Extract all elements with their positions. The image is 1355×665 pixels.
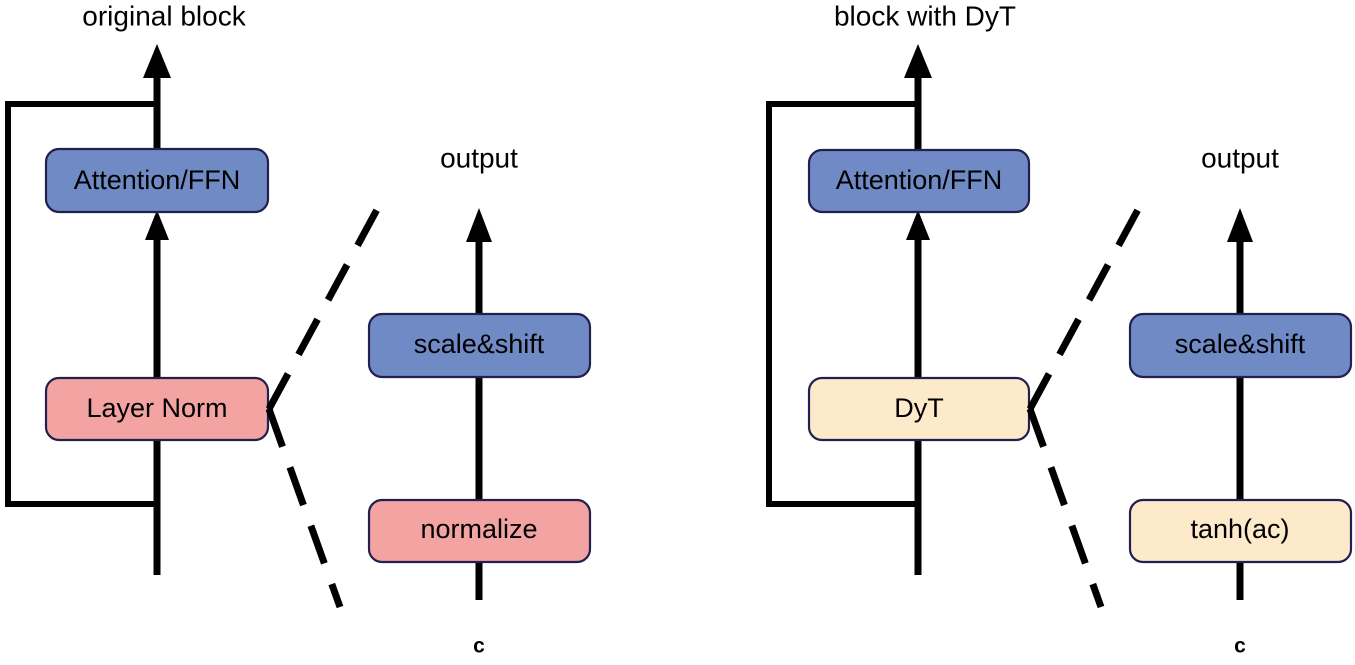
block-layer-norm[interactable]: Layer Norm bbox=[44, 376, 270, 442]
detail-output-label-right: output bbox=[1201, 142, 1279, 173]
callout-line-lower-left bbox=[265, 407, 344, 609]
block-dyt-label: DyT bbox=[894, 393, 944, 423]
callout-line-upper-right bbox=[1026, 202, 1145, 411]
block-scale-shift-left-shape bbox=[367, 312, 592, 379]
block-attention-ffn-right-shape bbox=[807, 148, 1031, 214]
detail-output-label-left: output bbox=[440, 142, 518, 173]
detail-dyt: output scale&shift tanh(ac) bbox=[1128, 142, 1353, 658]
arrow-into-attention-right bbox=[906, 210, 930, 240]
arrow-output-left bbox=[143, 44, 171, 78]
block-normalize-shape bbox=[367, 498, 592, 564]
block-scale-shift-left-label: scale&shift bbox=[414, 329, 545, 359]
detail-input-label-right: c bbox=[1234, 635, 1246, 658]
arrow-detail-output-left bbox=[466, 208, 492, 242]
block-tanh-ac-shape bbox=[1128, 498, 1353, 564]
expansion-callout-left bbox=[265, 202, 384, 609]
block-scale-shift-right-label: scale&shift bbox=[1175, 329, 1306, 359]
block-tanh-ac-label: tanh(ac) bbox=[1190, 514, 1289, 544]
block-dyt-shape bbox=[807, 376, 1031, 442]
expansion-callout-right bbox=[1026, 202, 1145, 609]
block-dyt[interactable]: DyT bbox=[807, 376, 1031, 442]
block-layer-norm-label: Layer Norm bbox=[86, 393, 227, 423]
block-attention-ffn-left-label: Attention/FFN bbox=[74, 165, 241, 195]
block-scale-shift-right-shape bbox=[1128, 312, 1353, 379]
block-attention-ffn-right-label: Attention/FFN bbox=[836, 165, 1003, 195]
callout-line-lower-right bbox=[1026, 407, 1105, 609]
block-layer-norm-shape bbox=[44, 376, 270, 442]
block-scale-shift-right[interactable]: scale&shift bbox=[1128, 312, 1353, 379]
panel-title-dyt-block: block with DyT bbox=[834, 0, 1016, 31]
block-attention-ffn-right[interactable]: Attention/FFN bbox=[807, 148, 1031, 214]
detail-layer-norm: output scale&shift normalize bbox=[367, 142, 592, 658]
residual-connection-right bbox=[766, 101, 918, 507]
panel-original-block: original block Attention/FFN Layer Norm bbox=[5, 0, 592, 658]
arrow-output-right bbox=[904, 44, 932, 78]
panel-title-original-block: original block bbox=[82, 0, 246, 31]
residual-connection-left bbox=[5, 101, 157, 507]
block-scale-shift-left[interactable]: scale&shift bbox=[367, 312, 592, 379]
arrow-into-attention-left bbox=[145, 210, 169, 240]
callout-line-upper-left bbox=[265, 202, 384, 411]
block-tanh-ac[interactable]: tanh(ac) bbox=[1128, 498, 1353, 564]
detail-input-label-left: c bbox=[473, 635, 485, 658]
arrow-detail-output-right bbox=[1227, 208, 1253, 242]
panel-dyt-block: block with DyT Attention/FFN DyT bbox=[766, 0, 1353, 658]
block-normalize[interactable]: normalize bbox=[367, 498, 592, 564]
block-normalize-label: normalize bbox=[420, 514, 537, 544]
block-attention-ffn-left[interactable]: Attention/FFN bbox=[44, 147, 270, 214]
block-attention-ffn-left-shape bbox=[44, 147, 270, 214]
